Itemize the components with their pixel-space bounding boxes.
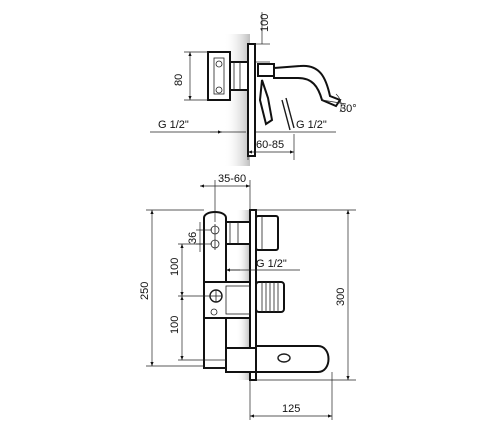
dim-label-35-60: 35-60 [218,173,246,185]
spout-aerator [277,353,291,363]
diverter-knob [257,63,275,77]
connector-lines [233,62,241,90]
dim-label-300: 300 [335,288,347,306]
fixing-hole-lower [215,86,223,94]
top-view: 80 100 30° G 1/2" G 1/2" 60-85 [150,12,357,166]
upper-knob [255,215,279,251]
dim-label-60-85: 60-85 [256,139,284,151]
thread-label-left: G 1/2" [158,119,189,131]
front-view: 35-60 36 100 100 250 300 G 1/2" 125 [139,173,356,420]
wall-plate-top [247,43,256,157]
dim-label-angle: 30° [340,103,357,115]
dim-label-125: 125 [282,403,300,415]
dim-label-250: 250 [139,282,151,300]
dim-label-36: 36 [187,232,199,244]
fixing-hole-upper [215,60,223,68]
valve-block-inner [213,57,225,95]
thread-label-front: G 1/2" [256,258,287,270]
upper-connector [223,221,251,245]
outlet-line [281,99,291,131]
dim-label-100-top: 100 [259,14,271,32]
connector-body [229,61,249,91]
angle-ref-line [321,99,347,105]
dim-label-100-upper: 100 [169,258,181,276]
knob-knurl [261,282,279,312]
valve-cartridge [225,285,251,315]
thread-label-right: G 1/2" [296,119,327,131]
dim-label-100-lower: 100 [169,316,181,334]
angle-arc [335,93,342,113]
spout-front [255,345,330,373]
lower-connector [225,347,257,373]
spout [273,64,342,108]
lever-handle [258,79,274,126]
valve-small-hole [210,308,218,316]
dim-label-80: 80 [173,74,185,86]
outlet-line-2 [285,97,295,129]
